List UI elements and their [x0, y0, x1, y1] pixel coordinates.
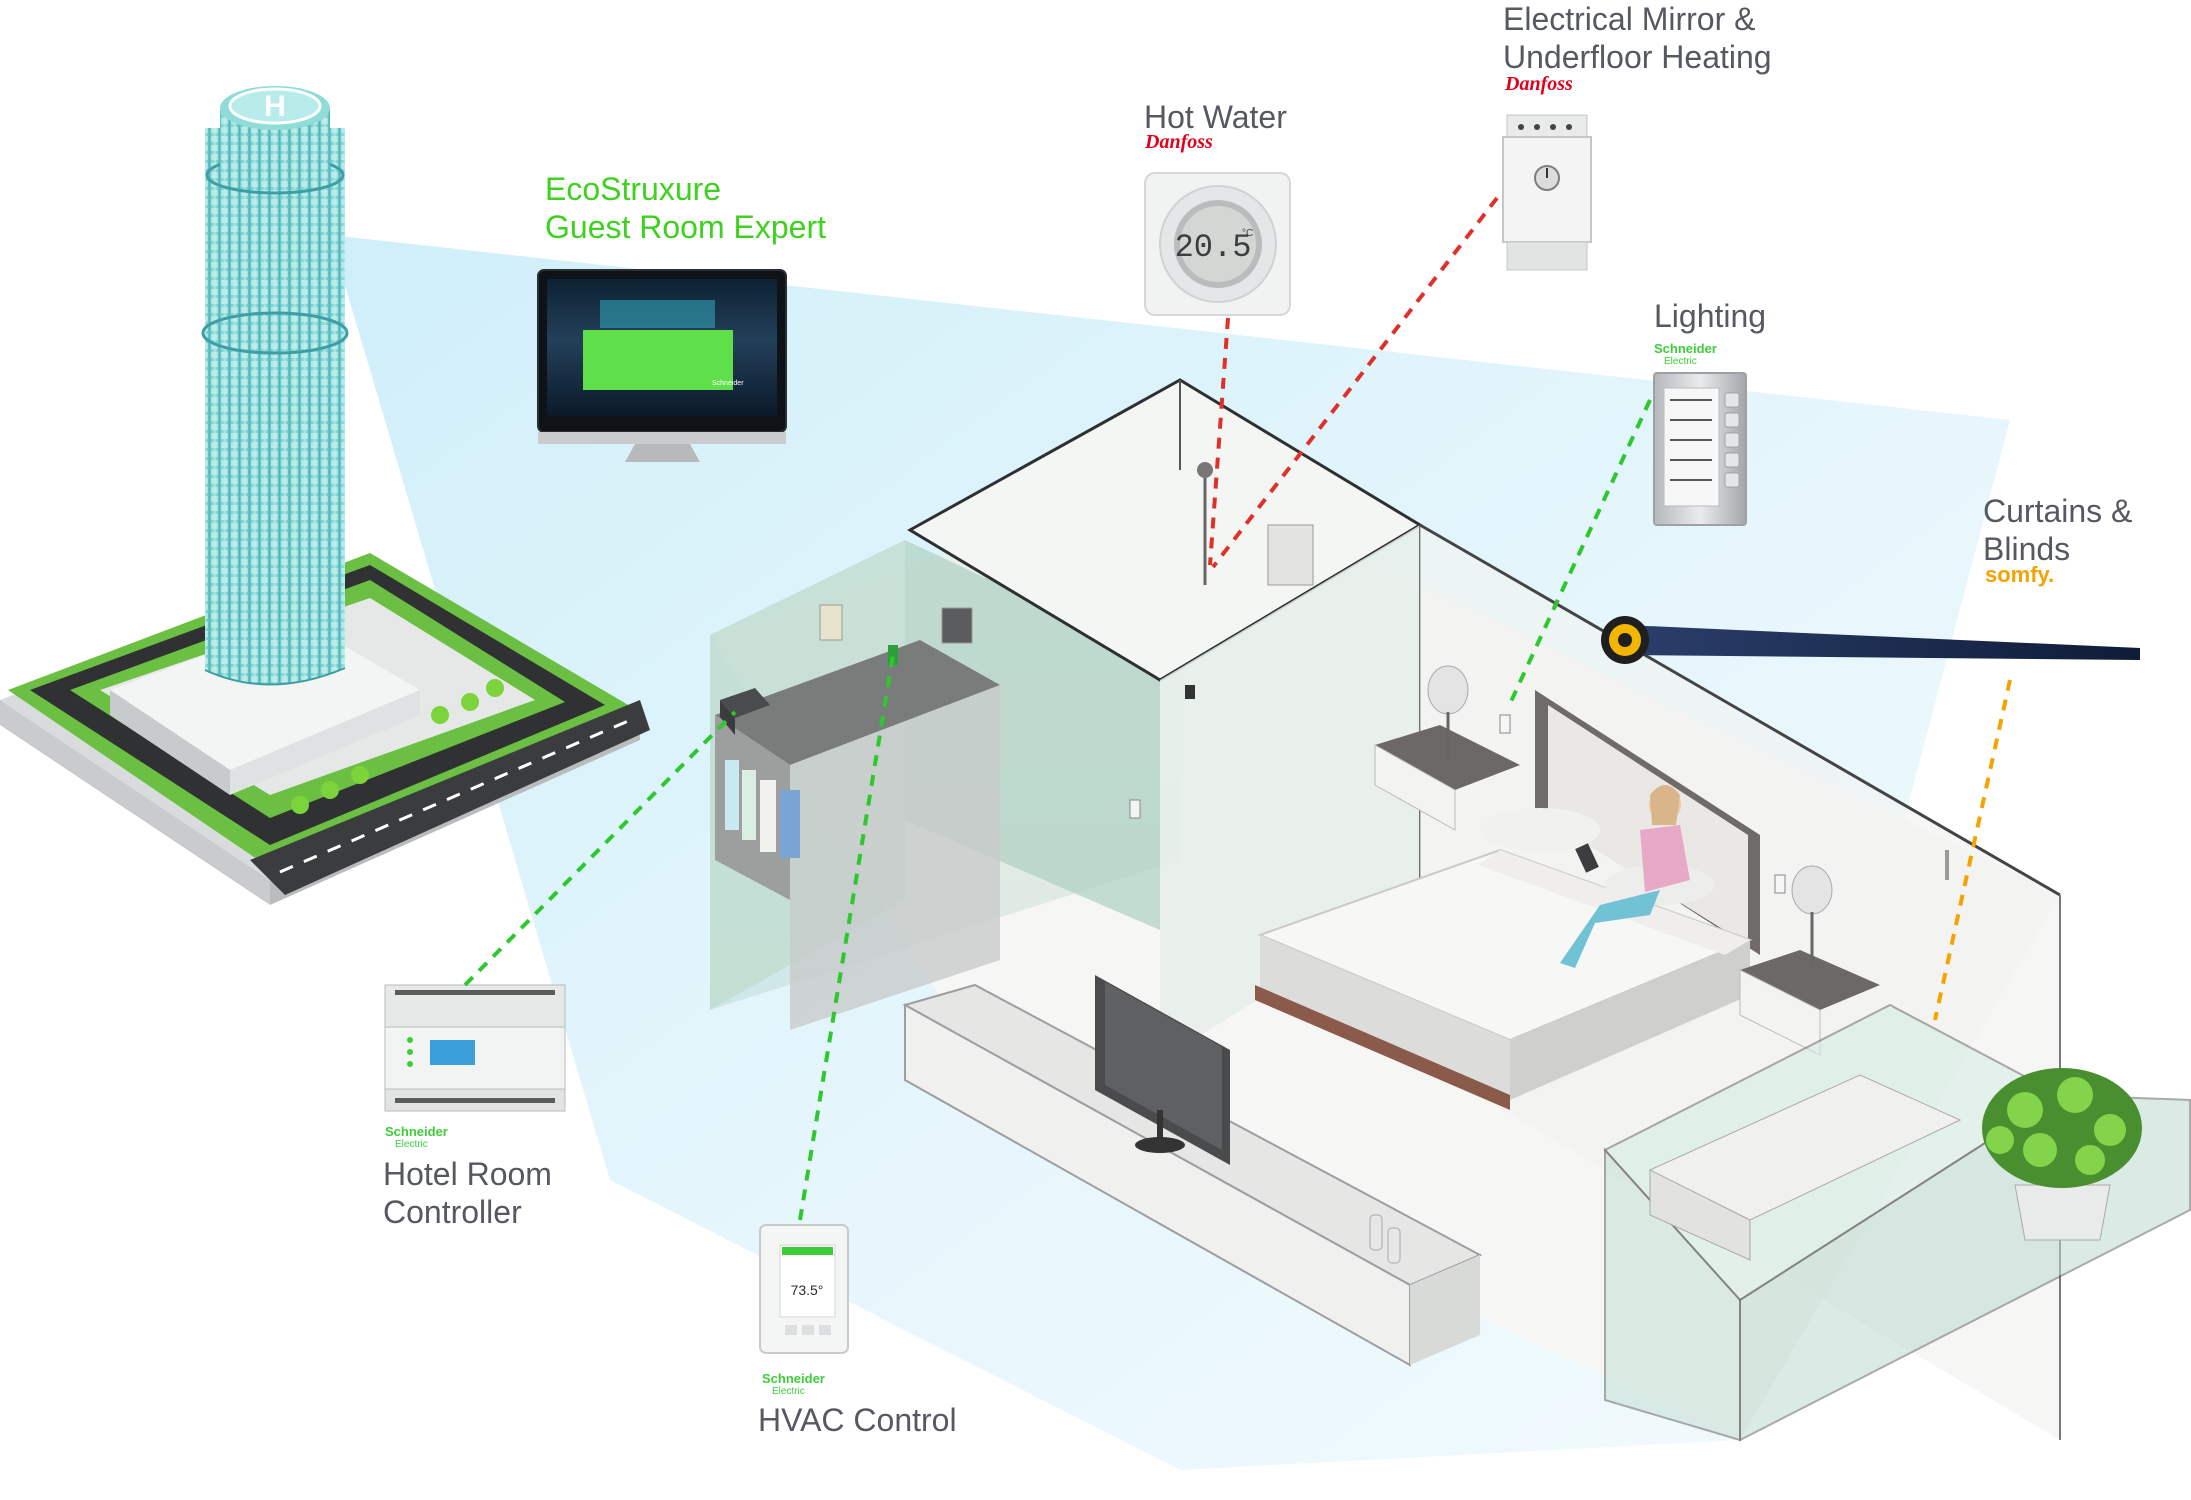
schneider-logo-hvac: Schneider Electric — [762, 1372, 825, 1398]
schneider-logo-controller-line2: Electric — [395, 1139, 428, 1150]
schneider-logo-lighting-line2: Electric — [1664, 356, 1697, 367]
mirror-heating-thermostat — [1502, 114, 1592, 271]
ecostruxure-monitor: Schneider — [537, 269, 787, 462]
link-curtains — [1933, 679, 2012, 1021]
link-mirror-heating — [1211, 196, 1499, 569]
guest-figure — [1560, 785, 1690, 968]
ecostruxure-label: EcoStruxure Guest Room Expert — [545, 170, 826, 246]
curtains-label-line1: Curtains & — [1983, 493, 2133, 529]
schneider-logo-lighting: Schneider Electric — [1654, 342, 1717, 368]
mirror-heating-label: Electrical Mirror & Underfloor Heating — [1503, 0, 1772, 76]
monitor-brand: Schneider — [712, 380, 744, 387]
blind-motor-icon — [1601, 616, 2140, 664]
room-controller — [384, 984, 566, 1112]
hvac-reading: 73.5° — [791, 1282, 824, 1298]
link-hotel-room-controller — [463, 710, 737, 987]
curtains-label: Curtains & Blinds — [1983, 492, 2132, 568]
schneider-logo-controller: Schneider Electric — [385, 1125, 448, 1151]
hotel-building: H — [0, 86, 650, 905]
tv-icon — [1095, 975, 1230, 1165]
schneider-logo-hvac-line2: Electric — [772, 1386, 805, 1397]
bed-icon — [1255, 808, 1753, 1110]
mirror-heating-label-line2: Underfloor Heating — [1503, 39, 1772, 75]
hotel-room — [710, 378, 2191, 1442]
lighting-keypad — [1653, 372, 1747, 526]
schneider-logo-controller-line1: Schneider — [385, 1124, 448, 1139]
folded-towels — [725, 760, 800, 858]
lighting-label: Lighting — [1654, 298, 1767, 334]
helipad-icon: H — [264, 90, 286, 123]
danfoss-logo-hot-water: Danfoss — [1145, 131, 1213, 153]
thermostat-unit: °C — [1242, 228, 1253, 239]
mirror-heating-label-line1: Electrical Mirror & — [1503, 1, 1756, 37]
hvac-control-label: HVAC Control — [758, 1402, 957, 1438]
hvac-thermostat: 73.5° — [759, 1224, 849, 1354]
schneider-logo-hvac-line1: Schneider — [762, 1371, 825, 1386]
link-hvac-control — [798, 654, 895, 1221]
danfoss-logo-mirror: Danfoss — [1505, 73, 1573, 95]
hotel-room-controller-line2: Controller — [383, 1194, 522, 1230]
hotel-room-controller-label: Hotel Room Controller — [383, 1155, 552, 1231]
hot-water-label: Hot Water — [1144, 99, 1287, 135]
plant-icon — [1982, 1068, 2142, 1241]
connectors — [463, 196, 2012, 1221]
shower-head-icon — [1197, 462, 1213, 585]
hot-water-thermostat: 20.5 °C — [1144, 172, 1291, 316]
ecostruxure-label-line2: Guest Room Expert — [545, 209, 826, 245]
curtains-label-line2: Blinds — [1983, 531, 2071, 567]
ecostruxure-label-line1: EcoStruxure — [545, 171, 722, 207]
link-lighting — [1506, 399, 1652, 709]
schneider-logo-lighting-line1: Schneider — [1654, 341, 1717, 356]
hotel-room-controller-line1: Hotel Room — [383, 1156, 552, 1192]
thermostat-reading: 20.5 — [1175, 229, 1252, 266]
link-hot-water — [1208, 317, 1230, 566]
somfy-logo: somfy. — [1985, 562, 2055, 587]
